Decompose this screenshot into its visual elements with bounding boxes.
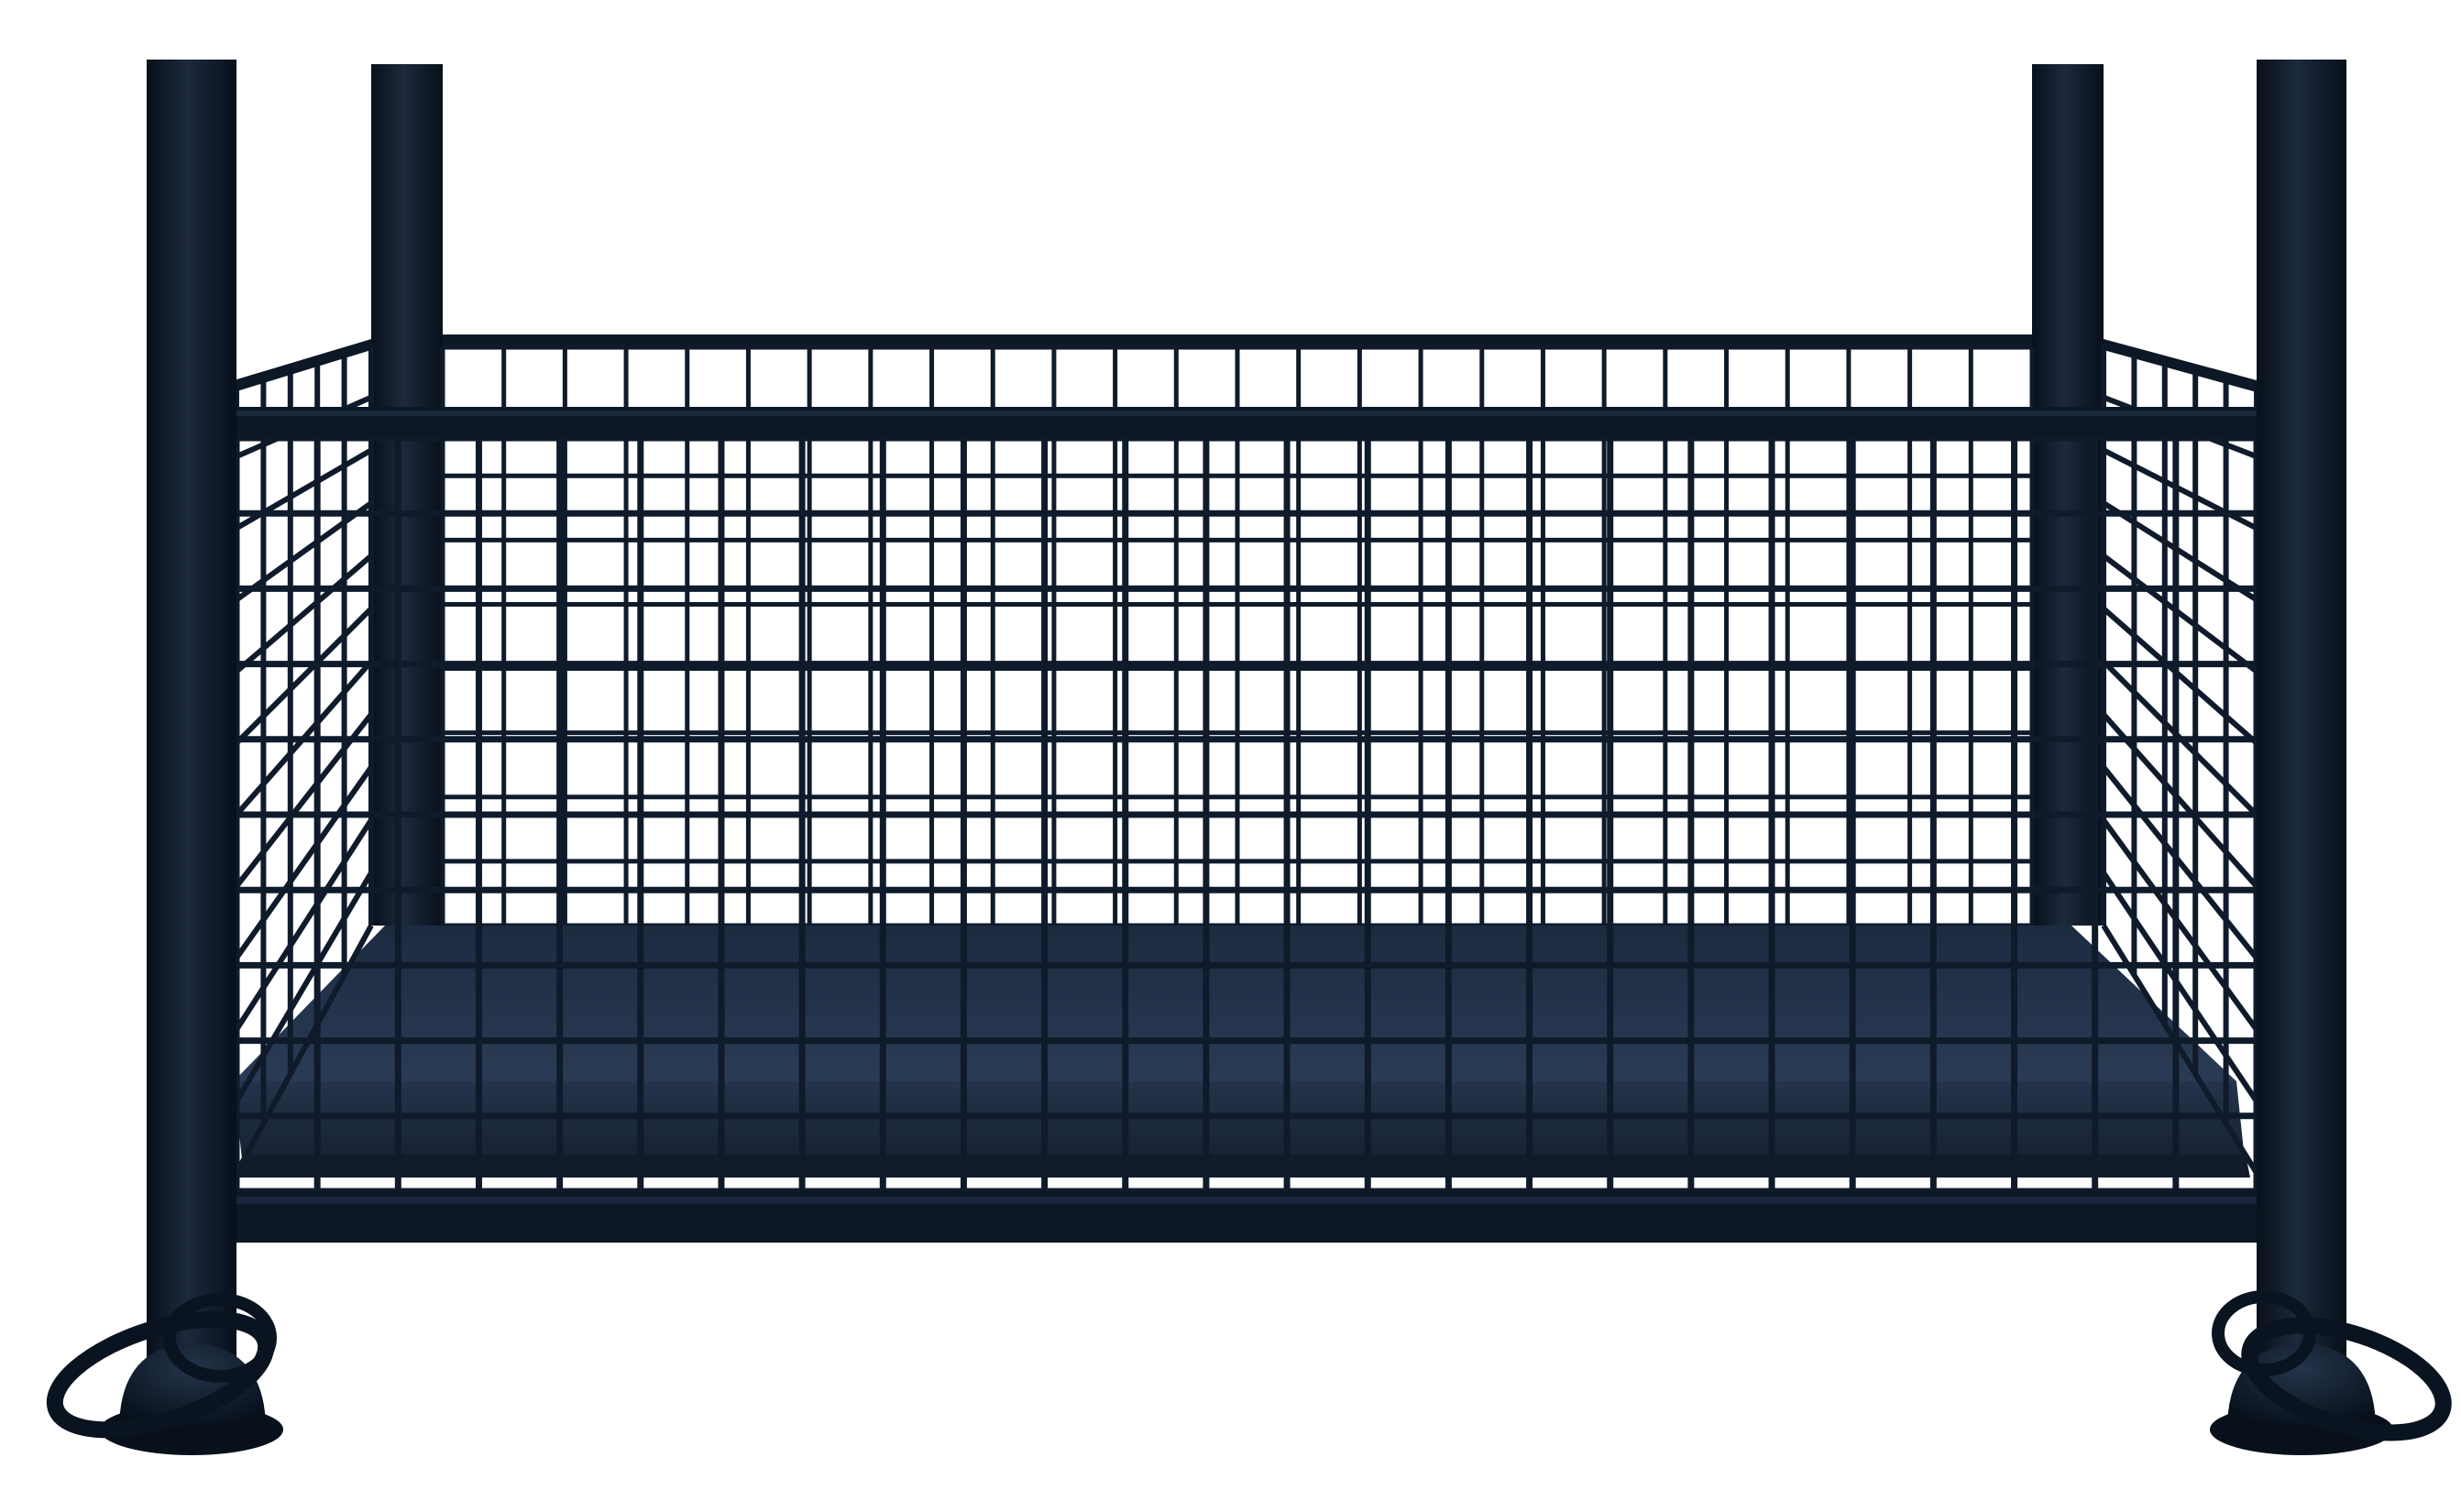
- front-bottom-rail-highlight: [211, 1197, 2273, 1204]
- front-right-post: [2257, 60, 2346, 1379]
- left-side-mesh-wire: [235, 500, 373, 602]
- right-side-top-rail: [2104, 339, 2257, 392]
- front-right-stacking-ring-icon: [2212, 1290, 2452, 1441]
- left-side-mesh-wire: [235, 553, 373, 674]
- floor-deck-lip: [238, 1155, 2250, 1178]
- back-left-post: [371, 64, 443, 926]
- right-side-mesh-wire: [2102, 606, 2258, 746]
- back-right-post: [2032, 64, 2104, 926]
- left-side-top-rail: [234, 339, 371, 392]
- front-mesh-panel: [233, 434, 2260, 1195]
- right-side-mesh-wire: [2102, 553, 2258, 674]
- left-side-mesh-wire: [234, 712, 374, 889]
- front-left-foot: [100, 1342, 283, 1455]
- floor-deck-front: [234, 1081, 2246, 1168]
- left-side-mesh-wire: [234, 607, 374, 746]
- right-side-mesh-wire: [2101, 712, 2259, 889]
- back-top-rail: [443, 334, 2032, 347]
- left-side-mesh-wire: [234, 871, 374, 1103]
- front-left-stacking-ring-icon: [46, 1293, 277, 1439]
- right-side-mesh-wire: [2101, 765, 2259, 960]
- right-side-mesh-wire: [2102, 500, 2258, 603]
- left-side-mesh-wire: [234, 765, 374, 960]
- right-side-mesh-wire: [2101, 871, 2259, 1103]
- right-side-mesh-wire: [2101, 817, 2259, 1032]
- front-left-post: [147, 60, 236, 1379]
- front-top-rail-highlight: [211, 411, 2273, 416]
- left-side-mesh-wire: [234, 818, 374, 1032]
